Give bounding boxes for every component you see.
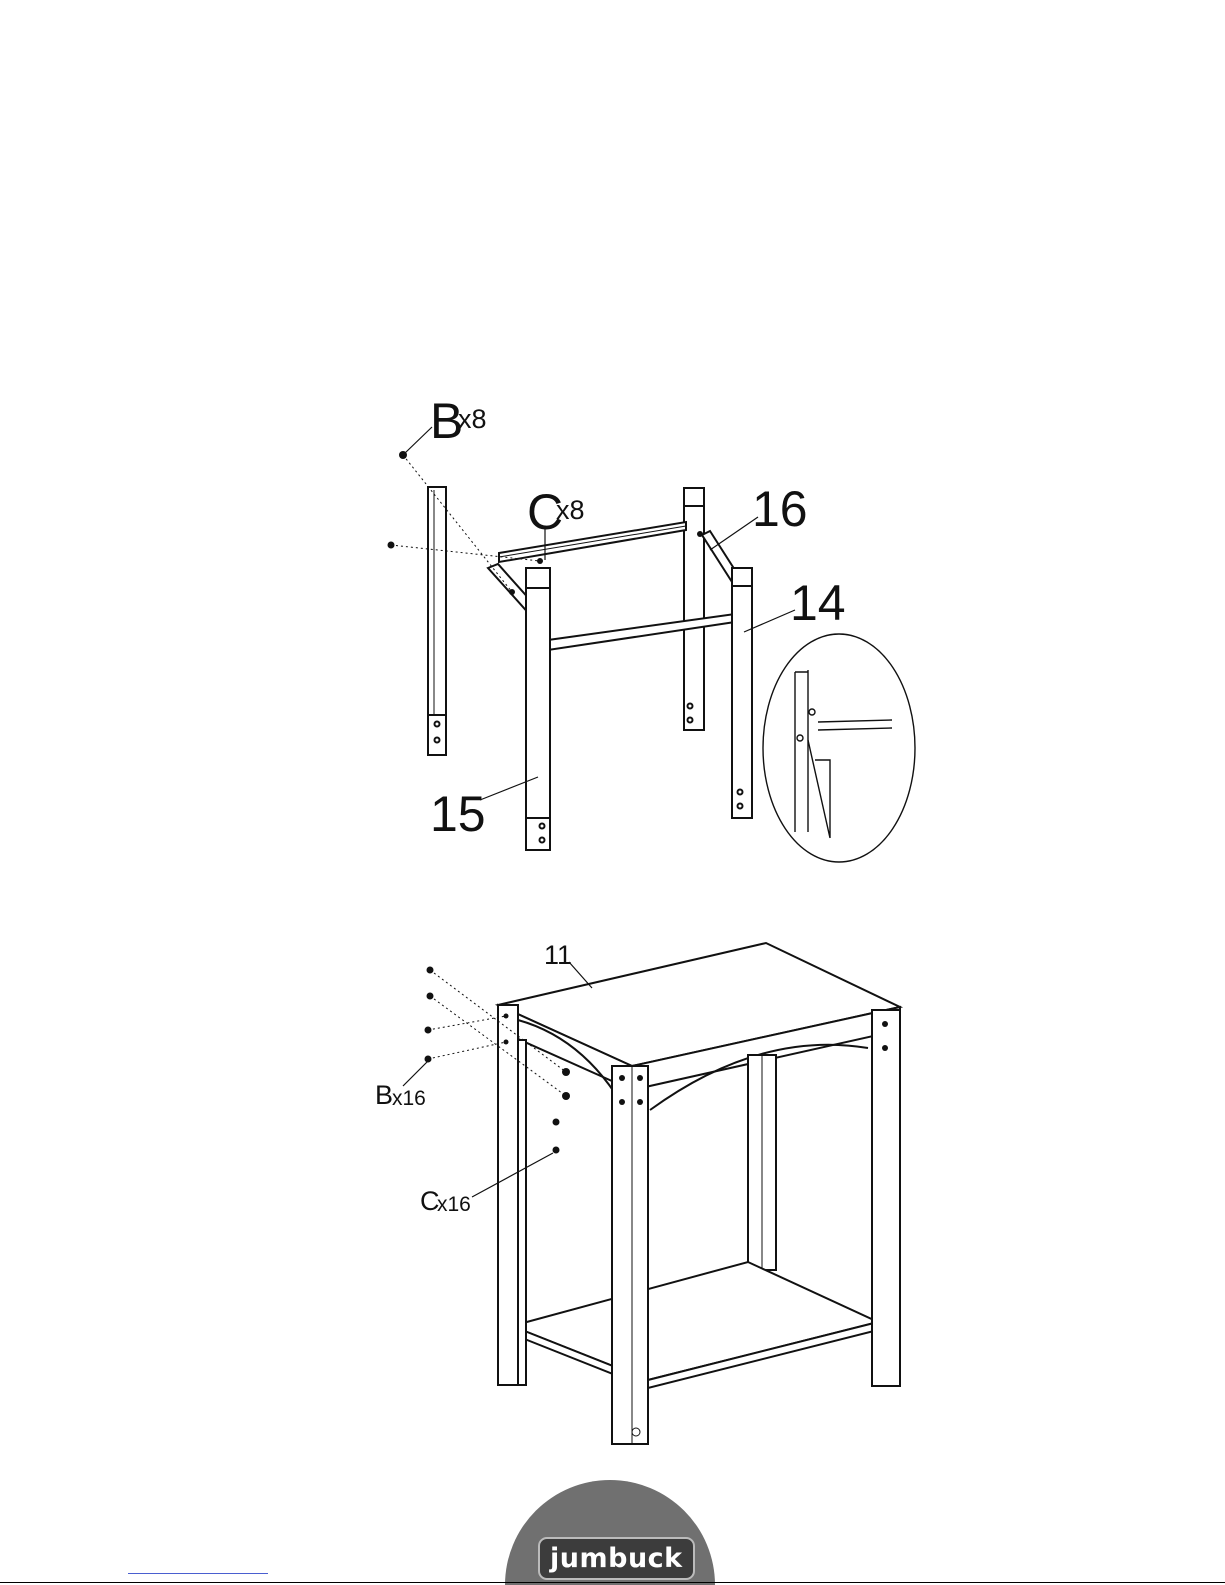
step2-hardware-c-qty: x16 [437, 1193, 471, 1217]
bottom-shelf [512, 1262, 878, 1380]
footer-divider [0, 1582, 1225, 1583]
nut-c-icon [562, 1068, 570, 1076]
nut-c-icon [562, 1092, 570, 1100]
brand-logo: jumbuck [538, 1537, 695, 1580]
part-number-11: 11 [544, 940, 572, 971]
front-leg [612, 1066, 648, 1444]
nut-c-icon [553, 1147, 560, 1154]
nut-c-icon [553, 1119, 560, 1126]
step2-hardware-b-qty: x16 [392, 1087, 426, 1111]
footer-link-underline [128, 1573, 268, 1574]
step2-hardware-b-letter: B [375, 1080, 393, 1111]
